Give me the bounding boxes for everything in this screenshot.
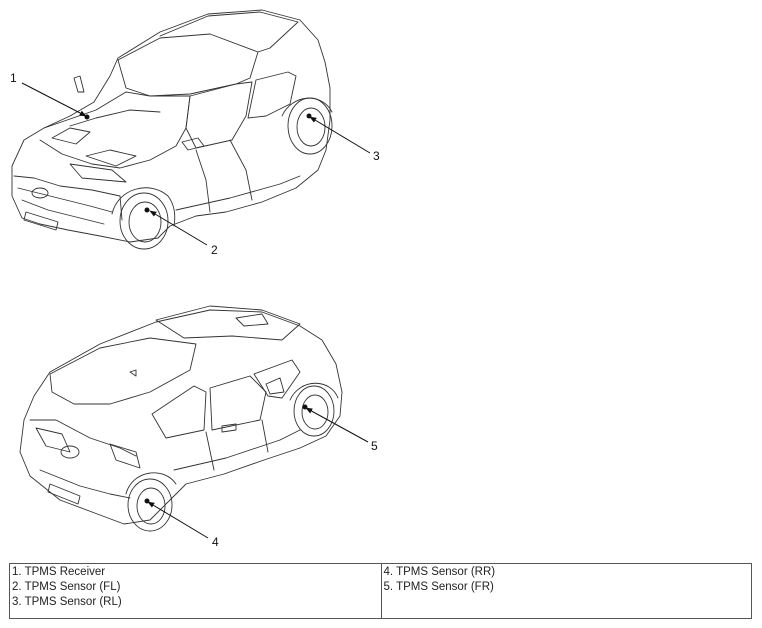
leader-line-1 xyxy=(21,82,87,117)
legend-column-right: 4. TPMS Sensor (RR) 5. TPMS Sensor (FR) xyxy=(380,564,752,618)
leader-line-2 xyxy=(149,210,208,246)
callout-3: 3 xyxy=(373,149,380,163)
car-front-view-illustration xyxy=(11,9,333,250)
car-rear-view-illustration xyxy=(19,305,343,532)
legend-column-left: 1. TPMS Receiver 2. TPMS Sensor (FL) 3. … xyxy=(10,564,381,618)
legend-item-tpms-receiver: 1. TPMS Receiver xyxy=(12,566,106,578)
callout-5: 5 xyxy=(371,439,378,453)
legend-table: 1. TPMS Receiver 2. TPMS Sensor (FL) 3. … xyxy=(9,563,752,619)
legend-item-tpms-sensor-fr: 5. TPMS Sensor (FR) xyxy=(383,581,494,593)
legend-item-tpms-sensor-fl: 2. TPMS Sensor (FL) xyxy=(12,581,121,593)
callout-1: 1 xyxy=(10,71,17,85)
tpms-location-diagram: 1 2 3 4 5 xyxy=(10,9,380,549)
sensor-point-5 xyxy=(302,404,308,410)
callout-4: 4 xyxy=(212,535,219,549)
sensor-point-2 xyxy=(144,207,150,213)
sensor-points xyxy=(84,113,312,504)
leader-line-5 xyxy=(305,407,369,443)
callout-2: 2 xyxy=(211,243,218,257)
sensor-point-4 xyxy=(144,498,150,504)
legend-item-tpms-sensor-rl: 3. TPMS Sensor (RL) xyxy=(12,596,122,608)
legend-item-tpms-sensor-rr: 4. TPMS Sensor (RR) xyxy=(383,566,496,578)
leader-line-4 xyxy=(147,501,209,539)
sensor-point-3 xyxy=(306,113,312,119)
callout-leaders xyxy=(21,82,371,539)
leader-line-3 xyxy=(309,116,371,154)
sensor-point-1 xyxy=(84,114,90,120)
